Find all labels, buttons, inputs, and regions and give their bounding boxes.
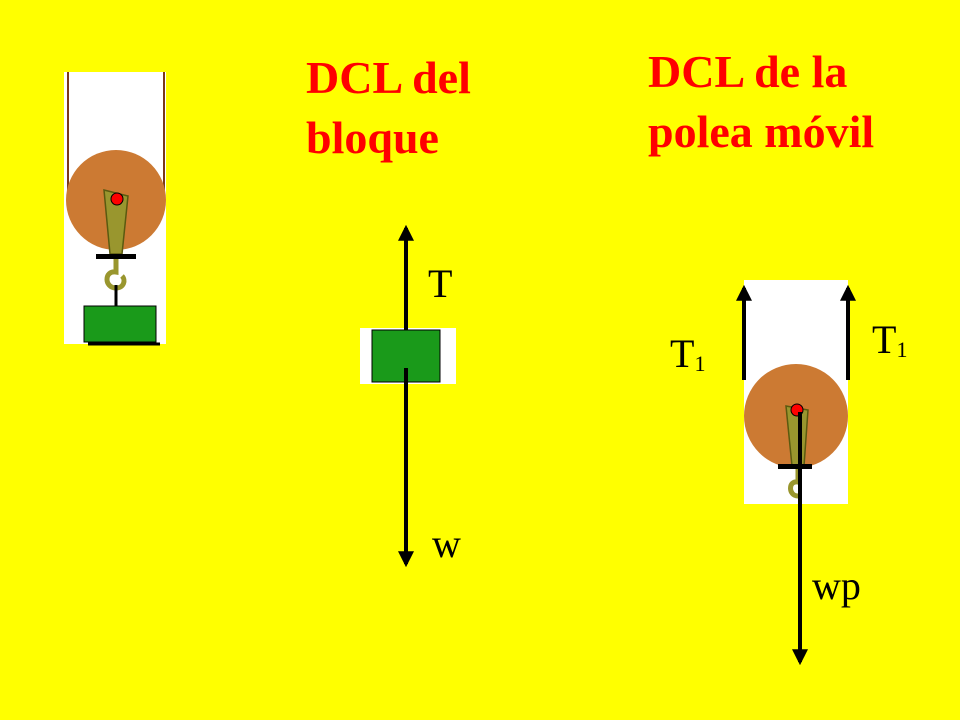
pulley-fbd — [736, 280, 856, 666]
tension-subscript: 1 — [694, 351, 706, 376]
block-fbd — [360, 224, 456, 568]
title-pulley-fbd: DCL de la polea móvil — [648, 46, 875, 157]
hook-bar — [96, 254, 136, 259]
tension-subscript: 1 — [896, 337, 908, 362]
label-weight-pulley: wp — [812, 563, 861, 608]
label-tension-block: T — [428, 261, 453, 306]
pulley-fbd-hook-icon — [788, 469, 801, 499]
pulley-system-illustration — [64, 72, 166, 346]
tension-symbol: T — [872, 317, 897, 362]
tension-symbol: T — [670, 331, 695, 376]
label-weight-block: w — [432, 521, 461, 566]
block — [83, 305, 157, 343]
label-tension-pulley-right: T1 — [872, 320, 907, 370]
title-block-fbd: DCL del bloque — [306, 52, 471, 163]
pulley-axle — [110, 192, 124, 206]
label-tension-pulley-left: T1 — [670, 334, 705, 384]
pulley-fbd-hook-bar — [778, 464, 812, 469]
